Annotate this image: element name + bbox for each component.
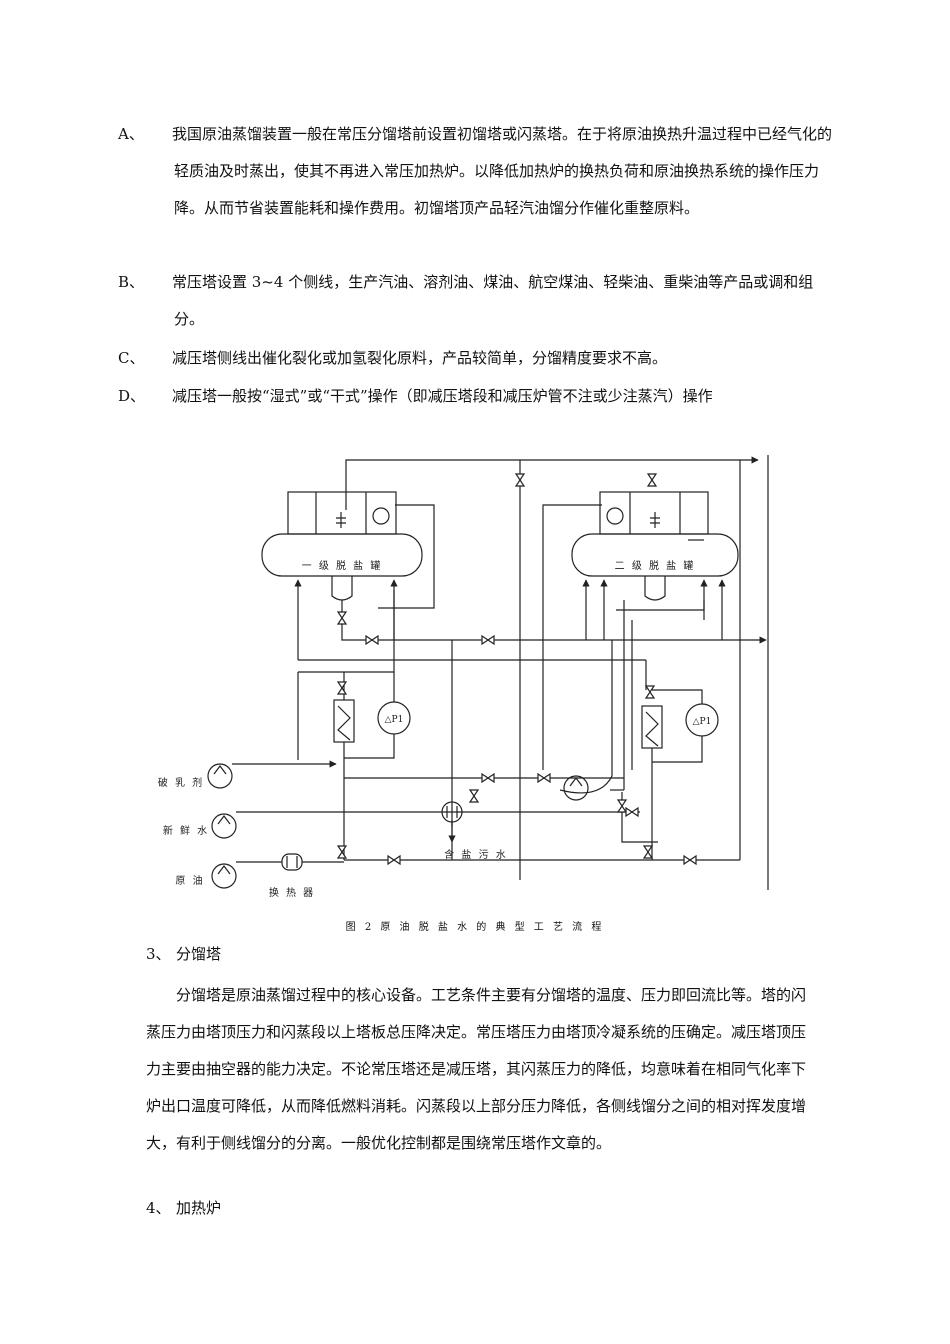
level-gauge-icon bbox=[372, 507, 390, 525]
section-title: 加热炉 bbox=[176, 1199, 222, 1217]
pump-icon bbox=[211, 863, 237, 889]
valves bbox=[336, 473, 697, 866]
electrode-icon bbox=[650, 512, 660, 528]
heat-exchanger-icon bbox=[281, 853, 303, 871]
valve-icon bbox=[387, 854, 401, 866]
section-number: 3、 bbox=[146, 945, 171, 963]
pi-label: △P1 bbox=[693, 717, 712, 727]
pipe bbox=[542, 504, 602, 770]
section-4-heading: 4、加热炉 bbox=[146, 1196, 221, 1220]
pump-icon bbox=[207, 763, 233, 789]
tank-1-boot bbox=[331, 576, 353, 601]
valve-icon bbox=[481, 772, 495, 784]
tank-2-label: 二 级 脱 盐 罐 bbox=[615, 559, 696, 572]
recycle-pump-icon bbox=[563, 775, 589, 801]
fresh-water-pump: 新 鲜 水 bbox=[163, 813, 237, 839]
valve-icon bbox=[336, 845, 348, 859]
pipe bbox=[616, 600, 705, 611]
electrode-icon bbox=[336, 512, 346, 528]
paragraph-c: C、 减压塔侧线出催化裂化或加氢裂化原料，产品较简单，分馏精度要求不高。 bbox=[118, 340, 838, 377]
tank-2-instrument-box bbox=[599, 491, 709, 535]
item-marker: C、 bbox=[118, 349, 145, 367]
tank-1-instrument-box bbox=[287, 491, 397, 535]
pipe bbox=[378, 504, 435, 609]
pump-icon bbox=[211, 813, 237, 839]
valve-icon bbox=[365, 634, 379, 646]
mixing-valve-icon bbox=[645, 711, 659, 747]
heat-exchanger: 换 热 器 bbox=[269, 853, 344, 899]
oil-out-line bbox=[341, 600, 758, 641]
section-title: 分馏塔 bbox=[176, 945, 222, 963]
section-3-heading: 3、分馏塔 bbox=[146, 942, 221, 966]
tank-2: 二 级 脱 盐 罐 bbox=[571, 491, 739, 601]
section-number: 4、 bbox=[146, 1199, 171, 1217]
pipe bbox=[344, 672, 395, 759]
tank-1-vessel bbox=[261, 533, 423, 577]
heat-exchanger-label: 换 热 器 bbox=[269, 886, 315, 899]
tank-2-boot bbox=[644, 576, 666, 601]
valve-icon bbox=[514, 473, 526, 487]
item-text: 常压塔设置 3~4 个侧线，生产汽油、溶剂油、煤油、航空煤油、轻柴油、重柴油等产… bbox=[172, 273, 814, 328]
valve-icon bbox=[644, 685, 656, 699]
demulsifier-label: 破 乳 剂 bbox=[158, 776, 204, 789]
item-text: 我国原油蒸馏装置一般在常压分馏塔前设置初馏塔或闪蒸塔。在于将原油换热升温过程中已… bbox=[172, 125, 833, 217]
fresh-water-label: 新 鲜 水 bbox=[163, 824, 209, 837]
crude-oil-pump: 原 油 bbox=[175, 861, 282, 889]
salty-water-label: 含 盐 污 水 bbox=[444, 848, 508, 861]
valve-icon bbox=[646, 473, 658, 487]
desalting-process-diagram: 一 级 脱 盐 罐 二 级 脱 盐 罐 △P1 bbox=[158, 455, 769, 899]
valve-icon bbox=[336, 611, 348, 625]
item-text: 减压塔一般按“湿式”或“干式”操作（即减压塔段和减压炉管不注或少注蒸汽）操作 bbox=[172, 387, 713, 405]
paragraph-d: D、 减压塔一般按“湿式”或“干式”操作（即减压塔段和减压炉管不注或少注蒸汽）操作 bbox=[118, 378, 838, 415]
valve-icon bbox=[537, 772, 551, 784]
pi-label: △P1 bbox=[385, 715, 404, 725]
demulsifier-pump: 破 乳 剂 bbox=[158, 760, 337, 789]
item-marker: A、 bbox=[118, 125, 144, 143]
paragraph-a: A、 我国原油蒸馏装置一般在常压分馏塔前设置初馏塔或闪蒸塔。在于将原油换热升温过程… bbox=[118, 116, 838, 227]
valve-icon bbox=[336, 681, 348, 695]
mixing-valve-icon bbox=[337, 705, 351, 741]
valve-icon bbox=[625, 806, 639, 818]
section-3-body: 分馏塔是原油蒸馏过程中的核心设备。工艺条件主要有分馏塔的温度、压力即回流比等。塔… bbox=[146, 986, 807, 1152]
level-gauge-icon bbox=[606, 507, 624, 525]
pipe bbox=[652, 689, 703, 763]
valve-icon bbox=[642, 845, 654, 859]
tank-2-vessel bbox=[571, 533, 739, 577]
valve-icon bbox=[468, 789, 480, 803]
valve-icon bbox=[683, 854, 697, 866]
pipe bbox=[559, 640, 613, 794]
tank-1-label: 一 级 脱 盐 罐 bbox=[302, 559, 383, 572]
crude-oil-label: 原 油 bbox=[175, 874, 204, 887]
paragraph-b: B、 常压塔设置 3~4 个侧线，生产汽油、溶剂油、煤油、航空煤油、轻柴油、重柴油… bbox=[118, 264, 838, 338]
item-text: 减压塔侧线出催化裂化或加氢裂化原料，产品较简单，分馏精度要求不高。 bbox=[172, 349, 668, 367]
valve-icon bbox=[481, 634, 495, 646]
item-marker: B、 bbox=[118, 273, 145, 291]
item-marker: D、 bbox=[118, 387, 146, 405]
figure-caption: 图 2 原 油 脱 盐 水 的 典 型 工 艺 流 程 bbox=[345, 922, 605, 933]
valve-icon bbox=[616, 799, 628, 813]
tank-1: 一 级 脱 盐 罐 bbox=[261, 491, 423, 601]
top-header-line bbox=[345, 456, 759, 510]
